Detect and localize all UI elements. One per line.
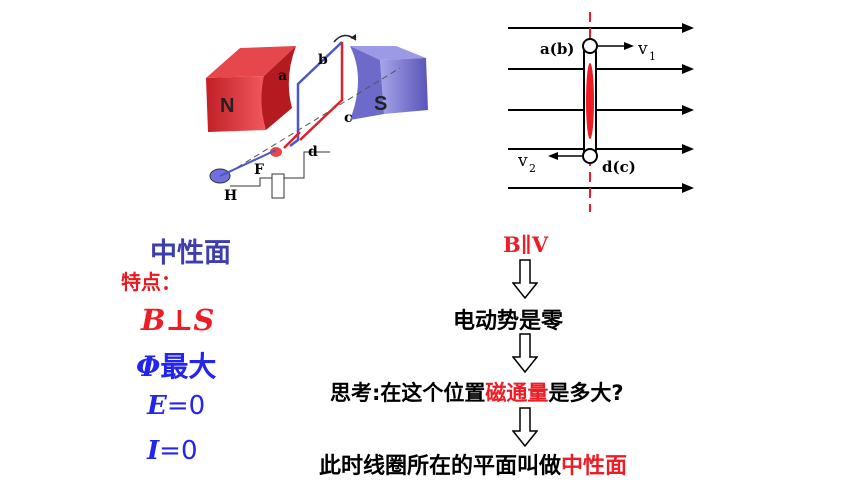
emf-zero-condition: E=0 xyxy=(147,391,205,421)
down-arrow-icon xyxy=(512,407,538,447)
point-b-label: b xyxy=(318,52,328,68)
i-value: =0 xyxy=(159,436,198,466)
emf-zero-text: 电动势是零 xyxy=(453,309,564,334)
phi-text: 最大 xyxy=(160,350,217,383)
down-arrow-icon xyxy=(512,333,538,373)
magnet-s: S xyxy=(350,46,428,120)
e-symbol: E xyxy=(147,391,167,421)
label-ab: a(b) xyxy=(540,40,574,58)
magnet-n: N xyxy=(206,46,296,132)
conclusion-prefix: 此时线圈所在的平面叫做 xyxy=(319,454,562,479)
label-dc: d(c) xyxy=(602,158,636,176)
down-arrow-icon xyxy=(512,259,538,299)
phi-symbol: Φ xyxy=(136,350,161,383)
features-label: 特点： xyxy=(121,270,181,294)
flux-max-condition: Φ最大 xyxy=(136,345,216,385)
field-diagram: a(b) d(c) v 1 v 2 xyxy=(508,12,694,212)
generator-illustration: N S b a c d F H xyxy=(206,34,428,204)
b-parallel-v: B∥V xyxy=(503,232,549,257)
neutral-plane-title: 中性面 xyxy=(150,238,231,269)
i-symbol: I xyxy=(147,436,160,466)
coil xyxy=(283,41,344,149)
point-f-label: F xyxy=(254,162,264,178)
current-zero-condition: I=0 xyxy=(147,436,198,466)
think-prefix: 思考:在这个位置 xyxy=(330,381,486,405)
e-value: =0 xyxy=(166,391,206,421)
label-v2: v xyxy=(517,151,528,171)
point-a-label: a xyxy=(278,68,287,84)
think-highlight: 磁通量 xyxy=(485,381,549,405)
label-v1-sub: 1 xyxy=(649,50,656,63)
magnet-s-label: S xyxy=(374,93,387,115)
think-suffix: 是多大? xyxy=(548,381,624,405)
label-v1: v xyxy=(637,39,648,59)
point-c-label: c xyxy=(344,110,353,126)
magnet-n-label: N xyxy=(220,95,234,117)
b-perpendicular-s: B⊥S xyxy=(141,303,215,337)
label-v2-sub: 2 xyxy=(529,162,536,175)
conclusion-highlight: 中性面 xyxy=(561,454,628,479)
point-h-label: H xyxy=(224,188,237,204)
point-d-label: d xyxy=(308,144,318,160)
conclusion-text: 此时线圈所在的平面叫做中性面 xyxy=(319,448,627,480)
think-question: 思考:在这个位置磁通量是多大? xyxy=(330,377,624,407)
slip-ring-f xyxy=(270,147,282,157)
resistor xyxy=(271,173,285,199)
